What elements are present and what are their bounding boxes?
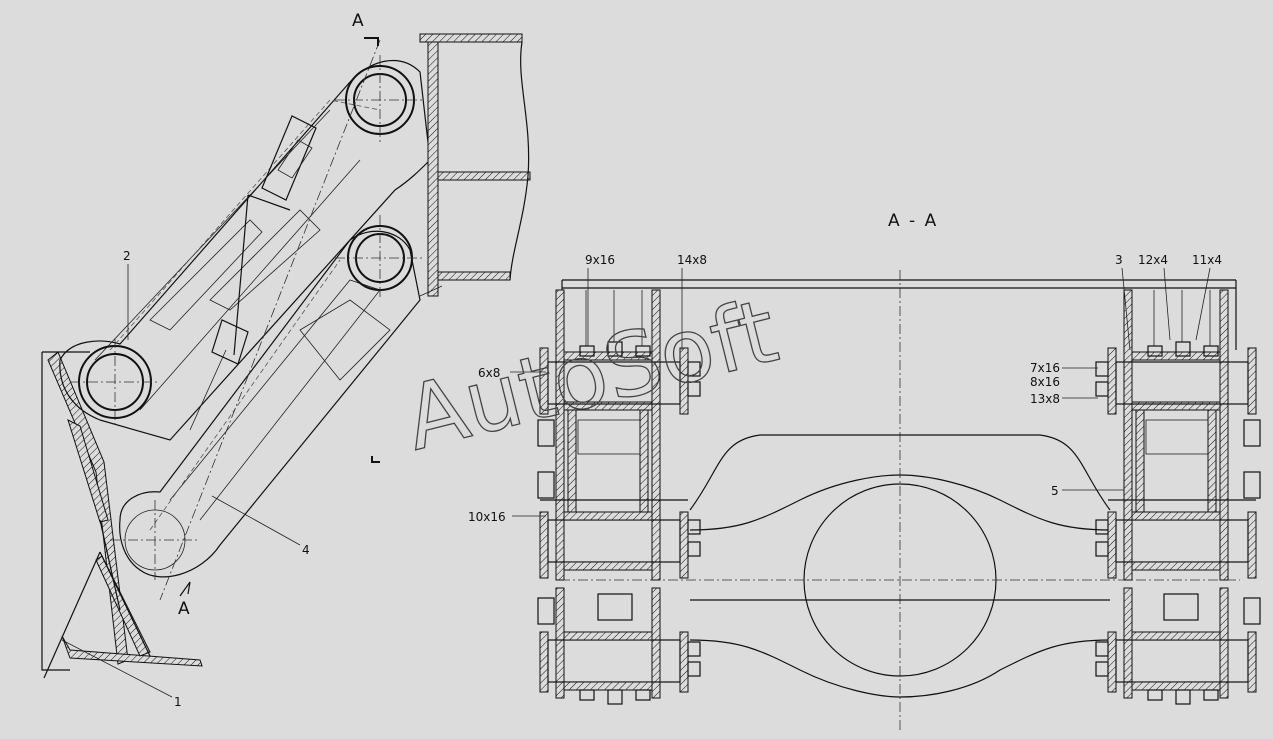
section-view: A - A — [468, 211, 1261, 730]
label-9x16: 9x16 — [585, 253, 615, 267]
section-marker-top: A — [352, 11, 366, 31]
hydraulic-cylinder — [189, 115, 317, 431]
section-marker-bottom: A — [178, 599, 192, 619]
label-10x16: 10x16 — [468, 510, 506, 524]
pivot-pins — [70, 55, 425, 580]
part-label-2: 2 — [123, 249, 131, 263]
base-frame — [41, 351, 203, 679]
leader-1 — [61, 639, 173, 698]
hub-left-upper — [539, 289, 701, 581]
mounting-plate — [419, 33, 531, 297]
watermark: AutoSoft — [395, 279, 787, 470]
label-12x4: 12x4 — [1138, 253, 1168, 267]
label-8x16: 8x16 — [1030, 375, 1060, 389]
hub-left-bottom — [537, 587, 701, 705]
side-view: 2 4 1 A A — [41, 11, 531, 709]
section-cut-line — [159, 37, 381, 601]
arm-upper — [59, 59, 431, 441]
label-14x8: 14x8 — [677, 253, 707, 267]
hub-left-lower — [537, 419, 701, 579]
part-label-4: 4 — [302, 543, 310, 557]
leaders-section — [510, 267, 1211, 517]
section-title: A - A — [888, 211, 938, 231]
hub-right-bottom — [1095, 587, 1261, 705]
part-label-5: 5 — [1051, 484, 1059, 498]
hub-right-upper — [1095, 289, 1257, 581]
part-label-1: 1 — [174, 695, 182, 709]
label-11x4: 11x4 — [1192, 253, 1222, 267]
part-label-3: 3 — [1115, 253, 1123, 267]
label-7x16: 7x16 — [1030, 361, 1060, 375]
label-6x8: 6x8 — [478, 366, 500, 380]
arm-lower — [119, 230, 421, 578]
hub-right-lower — [1095, 419, 1261, 579]
leader-4 — [211, 495, 301, 546]
label-13x8: 13x8 — [1030, 392, 1060, 406]
